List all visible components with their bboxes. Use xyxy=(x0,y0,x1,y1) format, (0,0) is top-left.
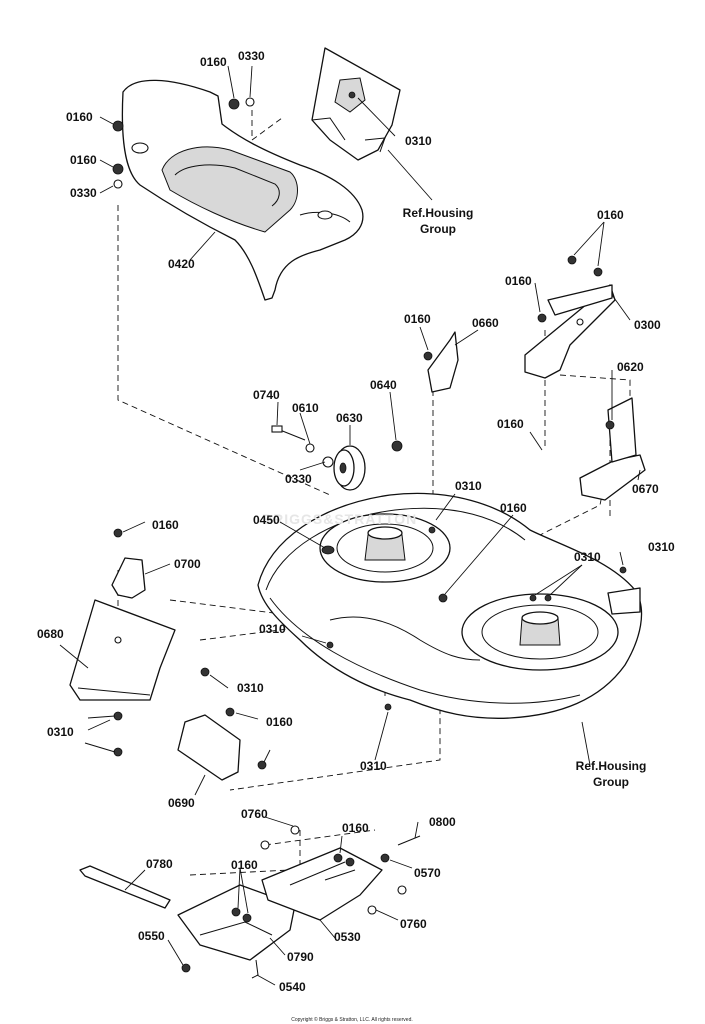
part-label: 0310 xyxy=(237,681,264,695)
ref-housing-label-bottom-line2: Group xyxy=(593,775,629,789)
bracket-0300 xyxy=(524,255,616,379)
part-label: 0620 xyxy=(617,360,644,374)
part-label: 0630 xyxy=(336,411,363,425)
part-label: 0160 xyxy=(152,518,179,532)
bracket-0700 xyxy=(111,528,146,599)
part-label: 0310 xyxy=(648,540,675,554)
part-label: 0160 xyxy=(66,110,93,124)
reference-labels: Ref.Housing Group Ref.Housing Group xyxy=(403,206,647,789)
part-label: 0330 xyxy=(238,49,265,63)
copyright-text: Copyright © Briggs & Stratton, LLC. All … xyxy=(291,1016,413,1023)
ref-housing-label-top-line1: Ref.Housing xyxy=(403,206,474,220)
height-adjust-assembly xyxy=(79,825,421,979)
bracket-0670 xyxy=(579,397,646,501)
part-label: 0760 xyxy=(400,917,427,931)
part-label: 0300 xyxy=(634,318,661,332)
part-label: 0670 xyxy=(632,482,659,496)
bracket-0690 xyxy=(177,707,267,781)
bracket-0660 xyxy=(423,331,459,393)
part-label: 0160 xyxy=(266,715,293,729)
part-label: 0310 xyxy=(259,622,286,636)
screws-0310 xyxy=(326,566,627,711)
watermark-text: BRIGGS&STRATTON xyxy=(262,511,417,527)
part-label: 0700 xyxy=(174,557,201,571)
part-label: 0550 xyxy=(138,929,165,943)
ref-housing-label-bottom-line1: Ref.Housing xyxy=(576,759,647,773)
ref-housing-label-top-line2: Group xyxy=(420,222,456,236)
part-label: 0780 xyxy=(146,857,173,871)
part-label: 0680 xyxy=(37,627,64,641)
part-label: 0160 xyxy=(342,821,369,835)
part-label: 0690 xyxy=(168,796,195,810)
part-label: 0330 xyxy=(70,186,97,200)
part-label: 0310 xyxy=(574,550,601,564)
part-label: 0160 xyxy=(497,417,524,431)
leader-lines xyxy=(59,65,641,986)
part-label: 0760 xyxy=(241,807,268,821)
part-label: 0160 xyxy=(500,501,527,515)
part-label: 0790 xyxy=(287,950,314,964)
part-label: 0570 xyxy=(414,866,441,880)
part-label: 0420 xyxy=(168,257,195,271)
part-label: 0330 xyxy=(285,472,312,486)
part-label: 0310 xyxy=(405,134,432,148)
part-label: 0160 xyxy=(505,274,532,288)
shield-hardware xyxy=(112,97,255,189)
part-label: 0640 xyxy=(370,378,397,392)
part-label: 0450 xyxy=(253,513,280,527)
part-label: 0740 xyxy=(253,388,280,402)
part-label: 0160 xyxy=(231,858,258,872)
part-label: 0540 xyxy=(279,980,306,994)
part-label: 0160 xyxy=(200,55,227,69)
part-label: 0310 xyxy=(455,479,482,493)
wheel-0610 xyxy=(271,425,403,491)
part-label: 0660 xyxy=(472,316,499,330)
bracket-0680 xyxy=(69,599,210,757)
part-label: 0160 xyxy=(70,153,97,167)
part-label: 0530 xyxy=(334,930,361,944)
part-label: 0160 xyxy=(404,312,431,326)
part-label: 0800 xyxy=(429,815,456,829)
mower-deck: BRIGGS&STRATTON xyxy=(257,492,643,719)
part-label: 0310 xyxy=(47,725,74,739)
discharge-chute xyxy=(311,47,401,161)
part-labels: 0160 0330 0310 0160 0160 0330 0420 0160 … xyxy=(37,49,675,994)
deflector-shield-0420 xyxy=(121,79,364,301)
part-label: 0310 xyxy=(360,759,387,773)
part-label: 0160 xyxy=(597,208,624,222)
part-label: 0610 xyxy=(292,401,319,415)
